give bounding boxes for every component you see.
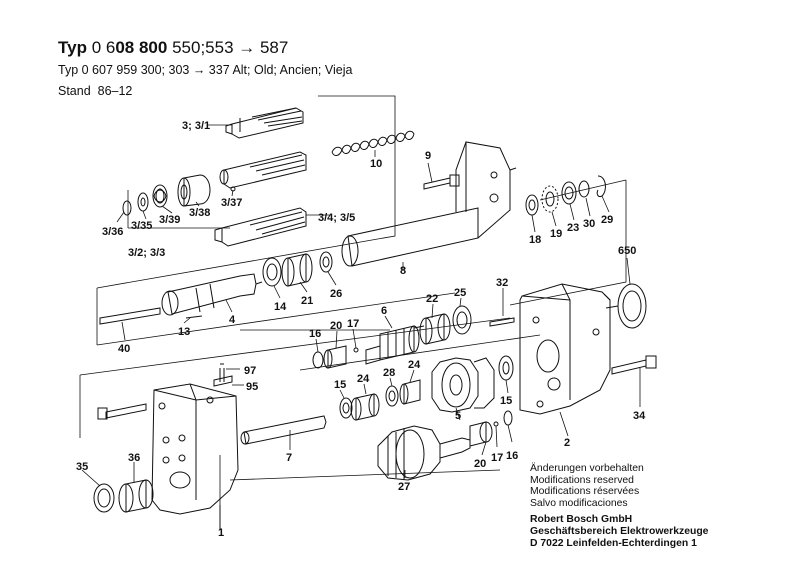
label-24-a: 24 [357, 373, 370, 385]
alt-type-line: Typ 0 607 959 300; 303 → 337 Alt; Old; A… [58, 63, 353, 77]
note-line-3: Modifications réservées [530, 486, 640, 498]
label-9: 9 [425, 150, 431, 162]
label-24-b: 24 [408, 359, 421, 371]
type-prefix: Typ [58, 38, 87, 57]
screw-9 [423, 174, 460, 190]
label-25: 25 [454, 287, 466, 299]
bearings-35-36 [93, 479, 154, 513]
ring-650 [605, 283, 647, 329]
pin-32 [489, 317, 515, 327]
type-code-b: 08 800 [115, 38, 168, 57]
label-16-a: 16 [309, 328, 321, 340]
label-26: 26 [330, 288, 342, 300]
stand-label: Stand [58, 84, 91, 98]
label-23: 23 [567, 222, 579, 234]
label-35: 35 [76, 461, 88, 473]
label-32: 32 [496, 277, 508, 289]
note-line-4: Salvo modificaciones [530, 497, 628, 509]
label-1: 1 [218, 527, 224, 539]
label-8: 8 [400, 265, 406, 277]
leader-lines [81, 124, 641, 487]
label-34: 34 [633, 410, 646, 422]
company-name: Robert Bosch GmbH [530, 514, 633, 526]
label-10: 10 [370, 158, 382, 170]
label-17-b: 17 [491, 452, 503, 464]
legal-notes: Änderungen vorbehalten Modifications res… [530, 463, 708, 549]
label-95: 95 [246, 381, 258, 393]
label-20-a: 20 [330, 320, 342, 332]
drive-shaft-4 [99, 273, 263, 325]
label-3-38: 3/38 [189, 207, 210, 219]
label-3-35: 3/35 [131, 220, 152, 232]
label-3-4-3-5: 3/4; 3/5 [318, 212, 355, 224]
screw-left [97, 403, 147, 420]
label-3-2-3-3: 3/2; 3/3 [128, 247, 165, 259]
label-3-3-1: 3; 3/1 [182, 120, 210, 132]
label-97: 97 [244, 365, 256, 377]
label-20-b: 20 [474, 458, 486, 470]
spline-shaft-3-1 [225, 107, 304, 139]
housing-1 [151, 383, 239, 530]
label-15-a: 15 [334, 379, 346, 391]
label-22: 22 [426, 293, 438, 305]
stand-value: 86–12 [97, 84, 133, 98]
screw-34 [611, 355, 657, 375]
label-16-b: 16 [506, 450, 518, 462]
label-7: 7 [286, 452, 292, 464]
rod-7 [240, 415, 327, 445]
label-17-a: 17 [347, 318, 359, 330]
label-21: 21 [301, 295, 313, 307]
label-29: 29 [601, 214, 613, 226]
label-36: 36 [128, 452, 140, 464]
label-40: 40 [118, 343, 130, 355]
bearings-14-21-26 [262, 251, 333, 287]
spring-10 [331, 130, 415, 156]
label-14: 14 [274, 301, 287, 313]
spline-shaft-3-37 [219, 151, 307, 192]
label-4: 4 [229, 314, 236, 326]
gear-shaft-5-27 [377, 410, 513, 481]
housing-2 [519, 283, 611, 415]
type-code-a: 0 6 [91, 38, 116, 57]
label-6: 6 [381, 305, 387, 317]
label-19: 19 [550, 228, 562, 240]
pins-97-95 [213, 363, 233, 387]
spline-shaft-3-4 [214, 207, 307, 247]
company-address: D 7022 Leinfelden-Echterdingen 1 [530, 537, 697, 549]
label-27: 27 [398, 481, 410, 493]
note-line-2: Modifications reserved [530, 474, 634, 486]
label-3-36: 3/36 [102, 226, 123, 238]
bearings-22-25 [419, 305, 472, 345]
type-variants: 550;553 → 587 [172, 38, 289, 57]
company-division: Geschäftsbereich Elektrowerkzeuge [530, 525, 709, 537]
label-15-b: 15 [500, 395, 512, 407]
label-3-39: 3/39 [159, 214, 180, 226]
label-650: 650 [618, 245, 636, 257]
ring-set-18-29 [525, 175, 606, 216]
label-2: 2 [564, 437, 570, 449]
note-line-1: Änderungen vorbehalten [530, 463, 644, 474]
label-30: 30 [583, 218, 595, 230]
part-labels: 3; 3/1 10 9 3/36 3/35 3/39 3/38 3/37 3/2… [76, 120, 646, 539]
label-13: 13 [178, 326, 190, 338]
label-18: 18 [529, 234, 541, 246]
label-3-37: 3/37 [221, 197, 242, 209]
stand-line: Stand 86–12 [58, 84, 132, 98]
gear-group-15-28 [339, 355, 514, 421]
tube-housing-8 [341, 141, 517, 267]
type-title: Typ 0 608 800 550;553 → 587 [58, 38, 288, 58]
label-5: 5 [455, 410, 461, 422]
label-28: 28 [383, 367, 395, 379]
